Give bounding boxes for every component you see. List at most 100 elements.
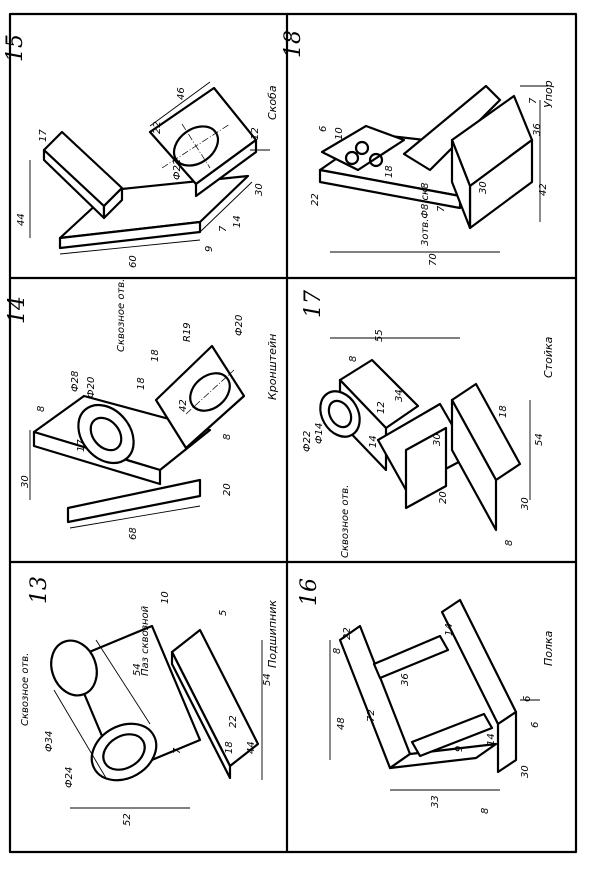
cell-title: Скоба — [266, 85, 279, 120]
dimension-label: 8 — [332, 648, 343, 654]
dimension-label: 12 — [376, 401, 387, 414]
dimension-label: Ф14 — [314, 423, 325, 444]
dimension-label: 8 — [348, 356, 359, 362]
dimension-label: 22 — [228, 715, 239, 728]
cell-title: Стойка — [542, 336, 555, 378]
cell-title: Кронштейн — [266, 334, 279, 400]
dimension-label: 9 — [454, 746, 465, 752]
dimension-label: 36 — [400, 673, 411, 686]
dimension-label: 8 — [222, 434, 233, 440]
dimension-label: 7 — [172, 747, 183, 754]
dimension-label: Сквозное отв. — [340, 485, 351, 558]
dimension-label: 36 — [532, 123, 543, 136]
dimension-label: 52 — [122, 813, 133, 826]
dimension-label: 8 — [480, 808, 491, 814]
dimension-label: 22 — [152, 121, 163, 134]
dimension-label: 9 — [204, 246, 215, 252]
dimension-label: 68 — [128, 527, 139, 540]
dimension-label: 14 — [368, 435, 379, 448]
dimension-label: 18 — [150, 349, 161, 362]
drawing-cell-17: 17 Стойка 55 8 34 12 14 Ф22 Ф14 30 — [301, 290, 555, 558]
cell-number: 18 — [281, 30, 306, 58]
dimension-label: 30 — [520, 765, 531, 778]
dimension-label: 14 — [232, 215, 243, 228]
dimension-label: 14 — [444, 623, 455, 636]
dimension-label: Ф20 — [234, 315, 245, 336]
cell-title: Полка — [542, 630, 555, 666]
dimension-label: 30 — [20, 475, 31, 488]
dimension-label: 18 — [498, 405, 509, 418]
drawing-cell-16: 16 Полка 14 22 8 36 72 48 14 6 9 6 — [297, 578, 555, 814]
cell-number: 17 — [301, 290, 326, 318]
dimension-label: 34 — [394, 389, 405, 402]
dimension-label: 44 — [246, 741, 257, 754]
dimension-label: 5 — [218, 610, 229, 616]
part-drawing-upor — [318, 84, 548, 253]
dimension-label: 54 — [534, 433, 545, 446]
dimension-label: 70 — [428, 253, 439, 266]
cell-title: Подшипник — [266, 600, 279, 668]
dimension-label: 18 — [224, 741, 235, 754]
dimension-label: R19 — [182, 322, 193, 342]
dimension-label: 8 — [504, 540, 515, 546]
drawing-cell-14: 14 Кронштейн Сквозное отв. R19 Ф20 Ф28 Ф… — [5, 279, 279, 540]
dimension-label: 22 — [342, 627, 353, 640]
dimension-label: 20 — [222, 483, 233, 496]
dimension-label: 10 — [334, 127, 345, 140]
dimension-label: 3отв.Ф8 ск8 — [420, 183, 431, 246]
part-drawing-skoba — [29, 81, 270, 255]
dimension-label: 20 — [438, 491, 449, 504]
cell-number: 16 — [297, 578, 322, 606]
dimension-label: Паз сквозной — [140, 605, 151, 676]
drawing-cell-18: 18 Упор 10 6 7 36 18 — [281, 30, 555, 266]
dimension-label: Сквозное отв. — [20, 653, 31, 726]
dimension-label: 12 — [250, 127, 261, 140]
drawing-cell-15: 15 Скоба 46 22 Ф22 1 — [3, 34, 279, 268]
dimension-label: 42 — [178, 399, 189, 412]
dimension-label: 14 — [486, 733, 497, 746]
cell-number: 14 — [5, 296, 30, 324]
dimension-label: 30 — [432, 433, 443, 446]
dimension-label: Сквозное отв. — [116, 279, 127, 352]
dimension-label: Ф28 — [70, 371, 81, 392]
dimension-label: 72 — [366, 709, 377, 722]
part-drawing-stoika — [319, 337, 531, 532]
dimension-label: 6 — [318, 126, 329, 132]
dimension-label: Ф22 — [302, 431, 313, 452]
dimension-label: Ф34 — [44, 731, 55, 752]
dimension-label: 10 — [160, 591, 171, 604]
dimension-label: 44 — [16, 213, 27, 226]
cell-title: Упор — [542, 80, 555, 108]
sheet-frame — [8, 12, 578, 854]
dimension-label: 46 — [176, 87, 187, 100]
dimension-label: 18 — [136, 377, 147, 390]
drawing-cell-13: 13 Подшипник Сквозное отв. Паз сквозной … — [20, 576, 279, 826]
cell-number: 13 — [27, 576, 52, 604]
dimension-label: 48 — [336, 717, 347, 730]
dimension-label: 17 — [38, 129, 49, 142]
part-drawing-polka — [329, 598, 540, 791]
dimension-label: 55 — [374, 329, 385, 342]
dimension-label: 7 — [528, 97, 539, 104]
dimension-label: 7 — [436, 205, 447, 212]
dimension-label: 17 — [76, 439, 87, 452]
dimension-label: 60 — [128, 255, 139, 268]
dimension-label: Ф24 — [64, 767, 75, 788]
dimension-label: Ф22 — [172, 159, 183, 180]
dimension-label: 6 — [522, 696, 533, 702]
dimension-label: 18 — [384, 165, 395, 178]
dimension-label: 42 — [538, 183, 549, 196]
dimension-label: Ф20 — [86, 377, 97, 398]
dimension-label: 54 — [132, 663, 143, 676]
part-drawing-podshipnik — [50, 624, 263, 809]
dimension-label: 30 — [520, 497, 531, 510]
dimension-label: 7 — [218, 225, 229, 232]
dimension-label: 8 — [36, 406, 47, 412]
dimension-label: 30 — [478, 181, 489, 194]
cell-number: 15 — [3, 34, 28, 62]
dimension-label: 22 — [310, 193, 321, 206]
dimension-label: 30 — [254, 183, 265, 196]
part-drawing-kronshtein — [29, 344, 246, 529]
dimension-label: 33 — [430, 795, 441, 808]
